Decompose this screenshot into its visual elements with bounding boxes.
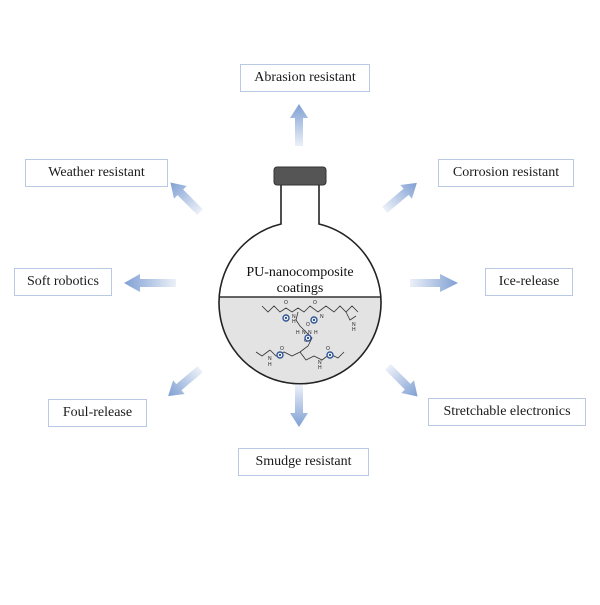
label-stretchable-electronics: Stretchable electronics <box>428 398 586 426</box>
atom-label: N <box>268 356 272 362</box>
label-corrosion-resistant: Corrosion resistant <box>438 159 574 187</box>
arrow-down-right <box>385 364 418 397</box>
nanoparticle-core <box>278 353 282 357</box>
label-ice-release: Ice-release <box>485 268 573 296</box>
nanoparticles <box>276 314 334 359</box>
flask: PU-nanocomposite coatings O N H N O O H … <box>218 166 382 385</box>
nanoparticle-core <box>312 318 316 322</box>
label-weather-resistant: Weather resistant <box>25 159 168 187</box>
atom-label: N <box>292 314 296 320</box>
atom-label: O <box>313 300 317 306</box>
flask-cap <box>273 166 327 186</box>
atom-label: N <box>302 330 306 336</box>
atom-label: H <box>296 330 300 336</box>
arrow-left <box>124 274 176 292</box>
atom-label: N <box>320 314 324 320</box>
nanoparticle-cores <box>278 316 332 357</box>
atom-label: N <box>308 330 312 336</box>
atom-label: H <box>292 319 296 325</box>
atom-label: O <box>284 300 288 306</box>
nanoparticle-core <box>328 353 332 357</box>
atom-label: H <box>352 327 356 333</box>
arrow-right <box>410 274 458 292</box>
arrow-up-left <box>170 182 203 215</box>
atom-label: O <box>280 346 284 352</box>
atom-label: N <box>352 322 356 328</box>
structure-atoms: O N H N O O H N N H O N H O N H O N H <box>268 300 356 371</box>
arrow-down <box>290 385 308 427</box>
nanoparticle-core <box>306 336 310 340</box>
atom-label: H <box>314 330 318 336</box>
flask-title-line2: coatings <box>277 281 324 296</box>
label-smudge-resistant: Smudge resistant <box>238 448 369 476</box>
atom-label: H <box>318 365 322 371</box>
nanoparticle-core <box>284 316 288 320</box>
atom-label: O <box>326 346 330 352</box>
flask-outline <box>218 185 382 385</box>
label-soft-robotics: Soft robotics <box>14 268 112 296</box>
arrow-up <box>290 104 308 146</box>
flask-title-line1: PU-nanocomposite <box>246 265 353 280</box>
arrow-down-left <box>168 366 203 397</box>
atom-label: N <box>318 360 322 366</box>
label-foul-release: Foul-release <box>48 399 147 427</box>
atom-label: H <box>268 362 272 368</box>
arrow-up-right <box>382 182 417 213</box>
label-abrasion-resistant: Abrasion resistant <box>240 64 370 92</box>
atom-label: O <box>306 322 310 328</box>
